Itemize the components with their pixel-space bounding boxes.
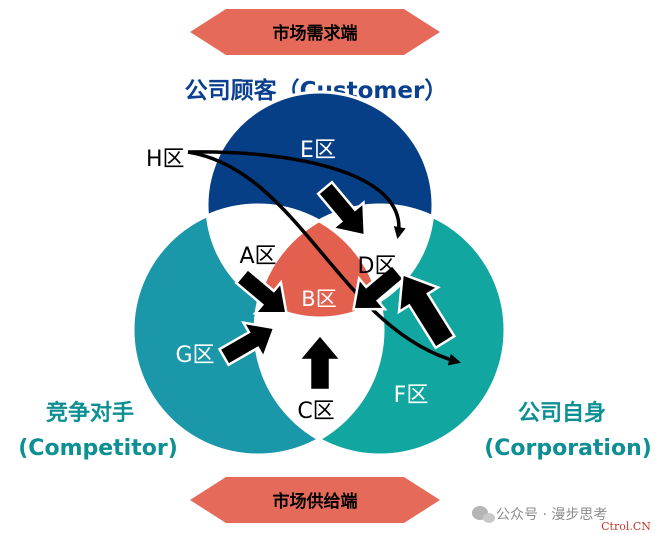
top-banner-label: 市场需求端	[273, 23, 358, 44]
zone-label-h: H区	[146, 147, 185, 172]
competitor-outline	[131, 203, 385, 457]
e-to-b-arrow	[316, 180, 367, 238]
a-to-b-arrow	[234, 267, 288, 315]
zone-label-d: D区	[358, 254, 397, 279]
bottom-banner-label: 市场供给端	[273, 491, 358, 512]
zone-label-f: F区	[394, 383, 429, 408]
zone-label-g: G区	[175, 343, 214, 368]
customer-outline	[205, 90, 435, 320]
top-banner-shape	[190, 9, 440, 55]
zone-label-b: B区	[301, 287, 336, 311]
competitor-title-line1: 竞争对手	[46, 400, 134, 426]
b-zone-region	[255, 205, 383, 318]
bottom-banner-shape	[190, 477, 440, 523]
zone-label-c: C区	[297, 399, 334, 424]
corporation-title-line1: 公司自身	[518, 400, 606, 426]
watermark-logo: Ctrol.CN	[601, 520, 651, 533]
competitor-title-line2: (Competitor)	[18, 436, 178, 461]
d-to-b-arrow	[352, 263, 406, 311]
block-arrows	[217, 180, 457, 392]
h-to-f-curve-arrow	[187, 150, 461, 366]
f-to-d-arrow	[397, 272, 457, 350]
wechat-icon	[472, 506, 495, 523]
corporation-title-line2: (Corporation)	[484, 436, 652, 461]
g-to-b-arrow	[217, 320, 276, 367]
h-to-d-curve-arrow	[187, 150, 406, 239]
zone-label-a: A区	[239, 244, 276, 269]
watermark-source: 公众号 · 漫步思考	[496, 507, 607, 523]
zone-label-e: E区	[300, 138, 336, 163]
c-to-b-arrow	[296, 333, 344, 392]
